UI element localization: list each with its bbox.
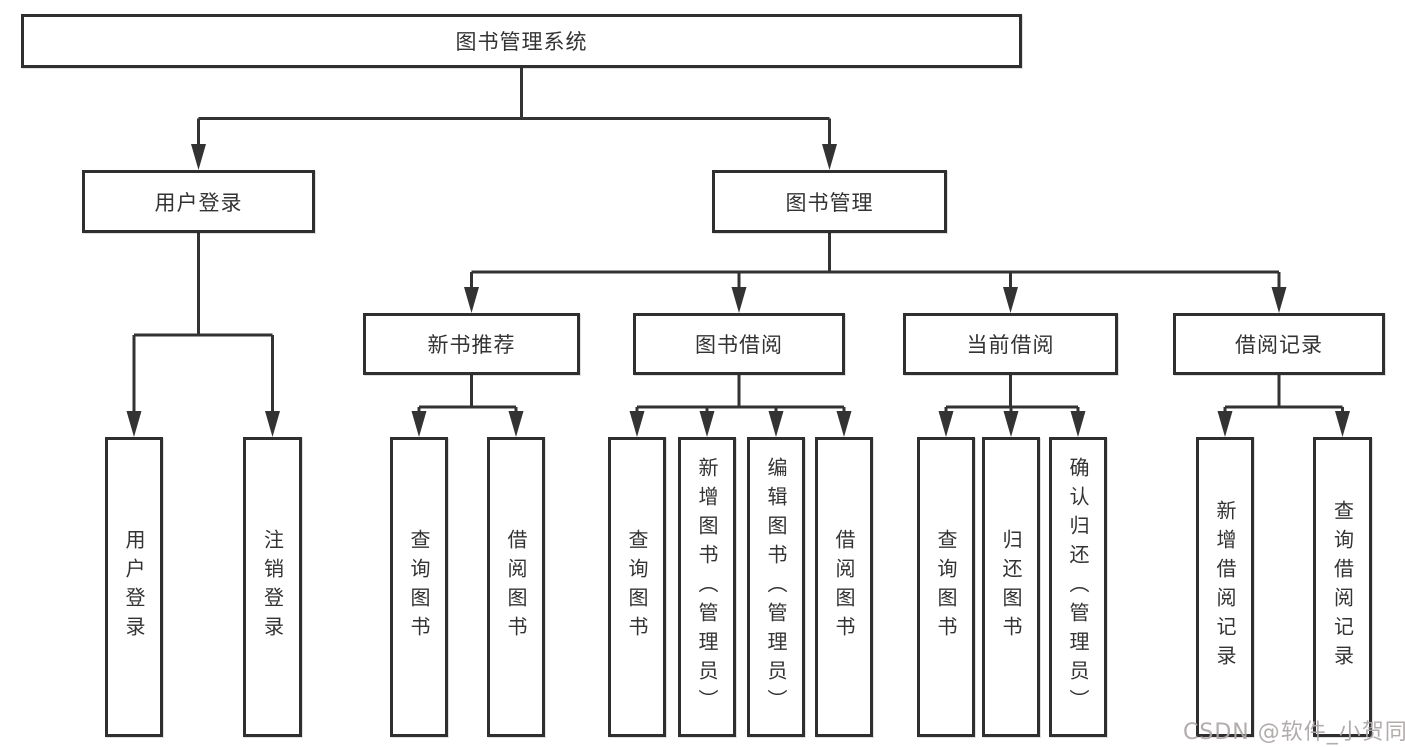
node-book-management-label: 图书管理 — [785, 190, 874, 215]
connector-new-book-recommend — [417, 375, 518, 414]
connector-book-management — [470, 233, 1281, 290]
leaf-borrow-books: 借阅图书 — [815, 437, 873, 737]
node-user-login-label: 用户登录 — [154, 190, 243, 215]
leaf-query-books-recommend-label: 查询图书 — [407, 529, 431, 645]
arrowheads — [126, 144, 1350, 437]
node-book-borrow: 图书借阅 — [633, 313, 845, 375]
node-new-book-recommend: 新书推荐 — [363, 313, 580, 375]
leaf-return-book: 归还图书 — [982, 437, 1040, 737]
leaf-logout: 注销登录 — [243, 437, 302, 737]
node-borrow-records-label: 借阅记录 — [1235, 333, 1323, 357]
node-current-borrow: 当前借阅 — [903, 313, 1118, 375]
leaf-add-book-admin-label: 新增图书（管理员） — [695, 456, 719, 718]
connector-current-borrow — [944, 375, 1080, 414]
leaf-borrow-books-recommend: 借阅图书 — [487, 437, 545, 737]
node-borrow-records: 借阅记录 — [1173, 313, 1385, 375]
node-user-login: 用户登录 — [82, 170, 315, 233]
node-root: 图书管理系统 — [21, 14, 1022, 68]
leaf-edit-book-admin-label: 编辑图书（管理员） — [764, 456, 788, 718]
leaf-add-borrow-record-label: 新增借阅记录 — [1213, 500, 1237, 674]
connector-root — [197, 68, 831, 148]
leaf-borrow-books-recommend-label: 借阅图书 — [504, 529, 528, 645]
node-book-management: 图书管理 — [712, 170, 947, 233]
leaf-query-books-recommend: 查询图书 — [390, 437, 448, 737]
node-book-borrow-label: 图书借阅 — [695, 333, 783, 357]
node-current-borrow-label: 当前借阅 — [966, 333, 1055, 357]
leaf-query-books-borrow-label: 查询图书 — [625, 529, 649, 645]
leaf-add-borrow-record: 新增借阅记录 — [1196, 437, 1254, 737]
connector-book-borrow — [635, 375, 846, 414]
node-root-label: 图书管理系统 — [455, 30, 588, 54]
leaf-query-books-current-label: 查询图书 — [934, 529, 958, 645]
leaf-user-login-label: 用户登录 — [122, 529, 146, 645]
csdn-watermark: CSDN @软件_小贺同学 — [1183, 720, 1405, 745]
leaf-query-books-borrow: 查询图书 — [608, 437, 666, 737]
leaf-query-books-current: 查询图书 — [917, 437, 975, 737]
leaf-query-borrow-record-label: 查询借阅记录 — [1330, 500, 1355, 674]
leaf-confirm-return-admin-label: 确认归还（管理员） — [1066, 456, 1090, 718]
leaf-edit-book-admin: 编辑图书（管理员） — [747, 437, 805, 737]
leaf-add-book-admin: 新增图书（管理员） — [678, 437, 736, 737]
connector-user-login — [132, 233, 274, 414]
leaf-logout-label: 注销登录 — [260, 529, 285, 645]
connector-borrow-records — [1223, 375, 1344, 414]
node-new-book-recommend-label: 新书推荐 — [427, 333, 516, 357]
leaf-return-book-label: 归还图书 — [999, 529, 1023, 645]
leaf-query-borrow-record: 查询借阅记录 — [1313, 437, 1372, 737]
leaf-borrow-books-label: 借阅图书 — [832, 529, 856, 645]
leaf-user-login: 用户登录 — [105, 437, 163, 737]
leaf-confirm-return-admin: 确认归还（管理员） — [1049, 437, 1107, 737]
